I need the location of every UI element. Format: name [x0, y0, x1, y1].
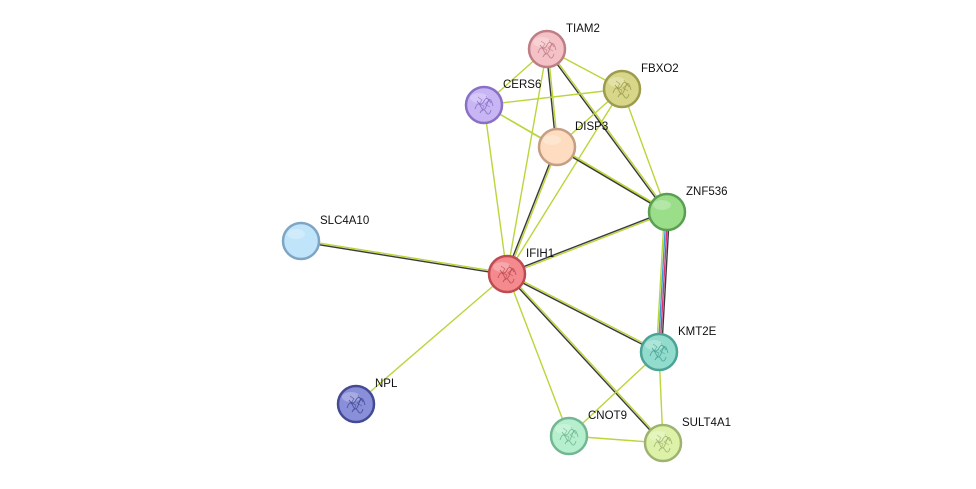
edge-DISP3-IFIH1[interactable] [505, 145, 559, 276]
protein-structure-icon [649, 342, 669, 362]
network-labels: TIAM2FBXO2CERS6DISP3ZNF536SLC4A10IFIH1KM… [320, 23, 731, 429]
node-disp3[interactable] [537, 127, 577, 167]
edge-evidence-line [506, 272, 665, 444]
node-label-sult4a1: SULT4A1 [682, 417, 731, 429]
network-nodes [281, 29, 687, 463]
edge-evidence-line [506, 273, 570, 437]
edge-evidence-line [507, 146, 559, 276]
protein-structure-icon [537, 39, 557, 59]
edge-DISP3-ZNF536[interactable] [555, 145, 669, 214]
node-label-znf536: ZNF536 [686, 186, 728, 198]
edge-evidence-line [655, 211, 666, 353]
node-label-npl: NPL [375, 378, 398, 390]
edge-evidence-line [506, 48, 548, 275]
node-npl[interactable] [336, 384, 376, 424]
edge-evidence-line [657, 211, 667, 353]
edge-evidence-line [483, 88, 623, 106]
edge-IFIH1-NPL[interactable] [355, 273, 508, 405]
protein-structure-icon [346, 394, 366, 414]
edge-evidence-line [555, 147, 668, 214]
edge-TIAM2-ZNF536[interactable] [545, 47, 669, 214]
protein-structure-icon [559, 426, 579, 446]
edge-IFIH1-KMT2E[interactable] [505, 272, 661, 354]
edge-ZNF536-KMT2E[interactable] [655, 211, 671, 353]
node-cnot9[interactable] [549, 416, 589, 456]
edge-evidence-line [505, 210, 668, 274]
edge-evidence-line [300, 239, 508, 274]
edge-evidence-line [546, 47, 669, 213]
edge-evidence-line [506, 212, 669, 276]
node-tiam2[interactable] [527, 29, 567, 69]
node-circle [537, 127, 577, 167]
edge-TIAM2-IFIH1[interactable] [506, 48, 548, 275]
edge-evidence-line [568, 351, 660, 437]
edge-IFIH1-CNOT9[interactable] [506, 273, 570, 437]
edge-evidence-line [556, 145, 669, 212]
edge-evidence-line [505, 145, 557, 275]
edge-evidence-line [660, 211, 671, 353]
protein-structure-icon [497, 264, 517, 284]
edge-evidence-line [505, 274, 660, 354]
node-highlight [543, 135, 561, 145]
node-fbxo2[interactable] [602, 69, 642, 109]
node-slc4a10[interactable] [281, 221, 321, 261]
edge-evidence-line [300, 241, 508, 276]
node-label-tiam2: TIAM2 [566, 23, 600, 35]
edge-IFIH1-SULT4A1[interactable] [505, 272, 665, 445]
node-highlight [287, 229, 305, 239]
node-circle [549, 416, 589, 456]
edge-evidence-line [483, 104, 508, 275]
node-circle [464, 85, 504, 125]
node-circle [639, 332, 679, 372]
edge-SLC4A10-IFIH1[interactable] [300, 239, 508, 276]
node-label-disp3: DISP3 [575, 121, 608, 133]
edge-KMT2E-CNOT9[interactable] [568, 351, 660, 437]
edge-FBXO2-CERS6[interactable] [483, 88, 623, 106]
node-circle [602, 69, 642, 109]
node-cers6[interactable] [464, 85, 504, 125]
node-circle [527, 29, 567, 69]
node-znf536[interactable] [647, 192, 687, 232]
node-kmt2e[interactable] [639, 332, 679, 372]
edge-evidence-line [621, 88, 668, 213]
node-ifih1[interactable] [487, 254, 527, 294]
edge-evidence-line [506, 272, 661, 352]
protein-structure-icon [474, 95, 494, 115]
edge-ZNF536-IFIH1[interactable] [505, 210, 669, 276]
edge-CERS6-IFIH1[interactable] [483, 104, 508, 275]
edge-evidence-line [545, 48, 668, 214]
edge-evidence-line [506, 88, 623, 275]
edge-FBXO2-IFIH1[interactable] [506, 88, 623, 275]
node-label-cnot9: CNOT9 [588, 410, 627, 422]
node-circle [643, 423, 683, 463]
edge-evidence-line [355, 273, 508, 405]
node-sult4a1[interactable] [643, 423, 683, 463]
node-label-slc4a10: SLC4A10 [320, 215, 369, 227]
edge-evidence-line [505, 273, 664, 445]
node-label-kmt2e: KMT2E [678, 326, 717, 338]
node-circle [336, 384, 376, 424]
edge-evidence-line [659, 211, 669, 353]
node-circle [487, 254, 527, 294]
node-label-ifih1: IFIH1 [526, 248, 554, 260]
node-circle [647, 192, 687, 232]
edge-FBXO2-ZNF536[interactable] [621, 88, 668, 213]
protein-structure-icon [612, 79, 632, 99]
node-circle [281, 221, 321, 261]
node-label-cers6: CERS6 [503, 79, 541, 91]
node-highlight [653, 200, 671, 210]
protein-structure-icon [653, 433, 673, 453]
node-label-fbxo2: FBXO2 [641, 63, 679, 75]
